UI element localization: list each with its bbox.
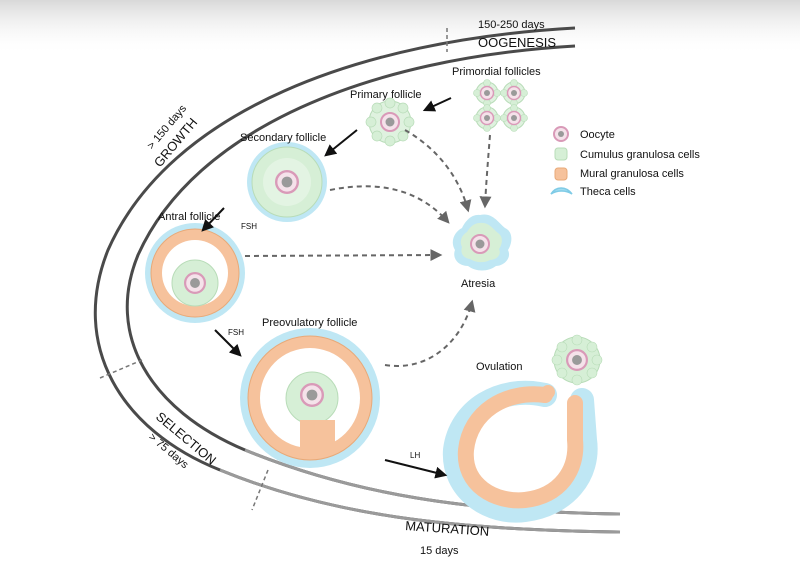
antral-follicle: [145, 223, 245, 323]
primary-follicle: [365, 97, 415, 147]
phase-arcs: [93, 26, 621, 534]
ovulation-label: Ovulation: [476, 361, 522, 373]
secondary-follicle: [247, 142, 327, 222]
maturation-duration: 15 days: [420, 545, 459, 557]
lh-label: LH: [410, 451, 420, 460]
arrow-primary-to-secondary: [324, 129, 358, 157]
oogenesis-duration: 150-250 days: [478, 19, 545, 31]
oogenesis-label: OOGENESIS: [478, 35, 556, 50]
arrow-preovulatory-to-atresia: [384, 299, 476, 367]
arrow-antral-to-atresia: [244, 249, 443, 262]
progression-arrows: [201, 97, 452, 479]
legend: Oocyte Cumulus granulosa cells Mural gra…: [550, 126, 700, 198]
primary-label: Primary follicle: [350, 89, 422, 101]
top-shade: [0, 0, 800, 55]
arrow-primary-to-atresia: [404, 129, 472, 213]
arrow-antral-to-preovulatory: [214, 329, 242, 357]
primordial-follicles: [472, 78, 529, 133]
secondary-label: Secondary follicle: [240, 132, 326, 144]
primordial-label: Primordial follicles: [452, 66, 541, 78]
legend-label: Mural granulosa cells: [580, 168, 684, 180]
legend-item-mural: Mural granulosa cells: [554, 167, 684, 181]
preovulatory-label: Preovulatory follicle: [262, 317, 357, 329]
arrow-secondary-to-antral: [201, 207, 225, 232]
legend-item-theca: Theca cells: [550, 186, 636, 198]
fsh-label-1: FSH: [241, 222, 257, 231]
preovulatory-follicle: [240, 328, 380, 468]
legend-label: Theca cells: [580, 186, 636, 198]
maturation-label: MATURATION: [405, 518, 490, 539]
legend-item-cumulus: Cumulus granulosa cells: [554, 147, 700, 161]
fsh-label-2: FSH: [228, 328, 244, 337]
arrow-preovulatory-to-ovulation: [384, 459, 448, 479]
legend-label: Cumulus granulosa cells: [580, 149, 700, 161]
atresia-follicle: [452, 214, 512, 271]
atresia-label: Atresia: [461, 278, 496, 290]
ovulated-follicle: [442, 380, 598, 523]
arrow-secondary-to-atresia: [329, 185, 450, 224]
arrow-primordial-to-atresia: [479, 134, 492, 209]
atresia-arrows: [244, 129, 492, 367]
arrow-primordial-to-primary: [422, 97, 452, 112]
legend-item-oocyte: Oocyte: [553, 126, 615, 142]
released-oocyte: [551, 334, 603, 386]
legend-label: Oocyte: [580, 129, 615, 141]
